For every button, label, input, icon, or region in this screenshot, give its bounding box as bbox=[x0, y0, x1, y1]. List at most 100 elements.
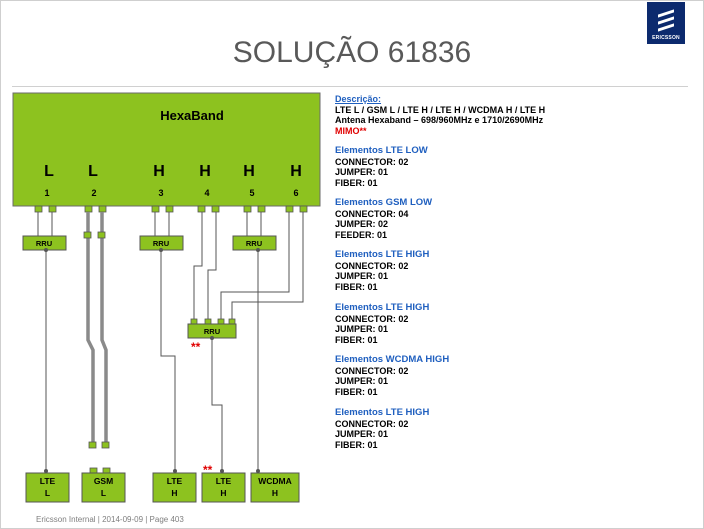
gsm-feeder bbox=[100, 212, 108, 446]
output-label: WCDMA bbox=[258, 476, 292, 486]
fiber-joint bbox=[173, 469, 177, 473]
title-divider bbox=[12, 86, 688, 87]
antenna-port bbox=[197, 205, 206, 213]
rru-port bbox=[190, 318, 198, 325]
elements-line: FEEDER: 01 bbox=[335, 229, 388, 240]
elements-heading: Elementos GSM LOW bbox=[335, 197, 433, 208]
elements-line: CONNECTOR: 02 bbox=[335, 260, 409, 271]
description-line: LTE L / GSM L / LTE H / LTE H / WCDMA H … bbox=[335, 104, 546, 115]
band-letter: L bbox=[88, 163, 98, 180]
elements-line: CONNECTOR: 02 bbox=[335, 156, 409, 167]
elements-line: CONNECTOR: 02 bbox=[335, 313, 409, 324]
band-letter: L bbox=[44, 163, 54, 180]
gsm-feeder bbox=[86, 212, 95, 446]
rru-label: RRU bbox=[246, 239, 262, 248]
elements-heading: Elementos LTE HIGH bbox=[335, 249, 430, 260]
port-number: 5 bbox=[249, 188, 254, 198]
fiber-joint bbox=[220, 469, 224, 473]
elements-line: FIBER: 01 bbox=[335, 386, 378, 397]
fiber-line bbox=[211, 338, 223, 471]
mimo-marker: ** bbox=[203, 463, 213, 477]
rru-label: RRU bbox=[153, 239, 169, 248]
elements-heading: Elementos LTE LOW bbox=[335, 145, 428, 156]
output-label: LTE bbox=[167, 476, 183, 486]
elements-line: JUMPER: 01 bbox=[335, 376, 389, 387]
elements-group: Elementos LTE HIGH CONNECTOR: 02 JUMPER:… bbox=[335, 407, 695, 450]
elements-group: Elementos WCDMA HIGH CONNECTOR: 02 JUMPE… bbox=[335, 354, 695, 397]
elements-line: JUMPER: 01 bbox=[335, 271, 389, 282]
output-port bbox=[89, 467, 98, 474]
slide-title: SOLUÇÃO 61836 bbox=[232, 36, 472, 69]
hexaband-antenna bbox=[12, 92, 321, 207]
elements-group: Elementos LTE HIGH CONNECTOR: 02 JUMPER:… bbox=[335, 249, 695, 292]
antenna-port bbox=[34, 205, 43, 213]
antenna-port bbox=[98, 205, 107, 213]
port-number: 1 bbox=[44, 188, 49, 198]
ericsson-logo: ERICSSON bbox=[647, 2, 685, 44]
band-letter: H bbox=[199, 163, 211, 180]
output-label: LTE bbox=[40, 476, 56, 486]
output-label: GSM bbox=[94, 476, 113, 486]
elements-line: CONNECTOR: 02 bbox=[335, 418, 409, 429]
feeder-connector bbox=[88, 441, 97, 449]
elements-heading: Elementos LTE HIGH bbox=[335, 302, 430, 313]
fiber-joint bbox=[44, 248, 48, 252]
antenna-port bbox=[48, 205, 57, 213]
rru-label: RRU bbox=[36, 239, 52, 248]
output-label: H bbox=[272, 488, 278, 498]
description-heading: Descrição: bbox=[335, 94, 382, 104]
rru-box bbox=[232, 235, 277, 251]
antenna-label: HexaBand bbox=[160, 108, 224, 123]
output-box-lte-low bbox=[25, 472, 70, 503]
fiber-joint bbox=[210, 336, 214, 340]
output-port bbox=[102, 467, 111, 474]
elements-line: JUMPER: 01 bbox=[335, 324, 389, 335]
fiber-joint bbox=[256, 248, 260, 252]
port-number: 3 bbox=[158, 188, 163, 198]
rru-port bbox=[228, 318, 236, 325]
antenna-port bbox=[243, 205, 252, 213]
antenna-port bbox=[165, 205, 174, 213]
elements-group: Elementos LTE HIGH CONNECTOR: 02 JUMPER:… bbox=[335, 302, 695, 345]
output-box-lte-high bbox=[152, 472, 197, 503]
output-label: L bbox=[101, 488, 106, 498]
description-line: Antena Hexaband – 698/960MHz e 1710/2690… bbox=[335, 115, 544, 126]
feeder-connector bbox=[101, 441, 110, 449]
elements-line: CONNECTOR: 04 bbox=[335, 208, 409, 219]
output-label: L bbox=[45, 488, 50, 498]
elements-group: Elementos GSM LOW CONNECTOR: 04 JUMPER: … bbox=[335, 197, 695, 240]
antenna-port bbox=[151, 205, 160, 213]
elements-heading: Elementos LTE HIGH bbox=[335, 407, 430, 418]
elements-group: Elementos LTE LOW CONNECTOR: 02 JUMPER: … bbox=[335, 145, 695, 188]
antenna-port bbox=[299, 205, 308, 213]
band-letter: H bbox=[153, 163, 165, 180]
elements-line: FIBER: 01 bbox=[335, 439, 378, 450]
footer-text: Ericsson Internal | 2014-09-09 | Page 40… bbox=[36, 515, 184, 524]
elements-line: FIBER: 01 bbox=[335, 281, 378, 292]
elements-heading: Elementos WCDMA HIGH bbox=[335, 354, 450, 365]
mimo-note: MIMO** bbox=[335, 125, 367, 136]
fiber-joint bbox=[159, 248, 163, 252]
output-box-wcdma-high bbox=[250, 472, 300, 503]
band-letter: H bbox=[290, 163, 302, 180]
elements-line: JUMPER: 01 bbox=[335, 167, 389, 178]
rru-label: RRU bbox=[204, 327, 220, 336]
rru-port bbox=[217, 318, 225, 325]
fiber-joint bbox=[44, 469, 48, 473]
output-label: H bbox=[220, 488, 226, 498]
jumper-line bbox=[193, 212, 203, 320]
elements-line: JUMPER: 02 bbox=[335, 219, 389, 230]
rru-port bbox=[204, 318, 212, 325]
output-label: H bbox=[171, 488, 177, 498]
feeder-connector bbox=[97, 231, 106, 239]
jumper-line bbox=[220, 212, 290, 320]
output-box-gsm-low bbox=[81, 472, 126, 503]
band-letter: H bbox=[243, 163, 255, 180]
jumper-line bbox=[207, 212, 217, 320]
antenna-port bbox=[211, 205, 220, 213]
elements-line: CONNECTOR: 02 bbox=[335, 365, 409, 376]
elements-line: FIBER: 01 bbox=[335, 334, 378, 345]
port-number: 4 bbox=[204, 188, 209, 198]
elements-line: JUMPER: 01 bbox=[335, 429, 389, 440]
